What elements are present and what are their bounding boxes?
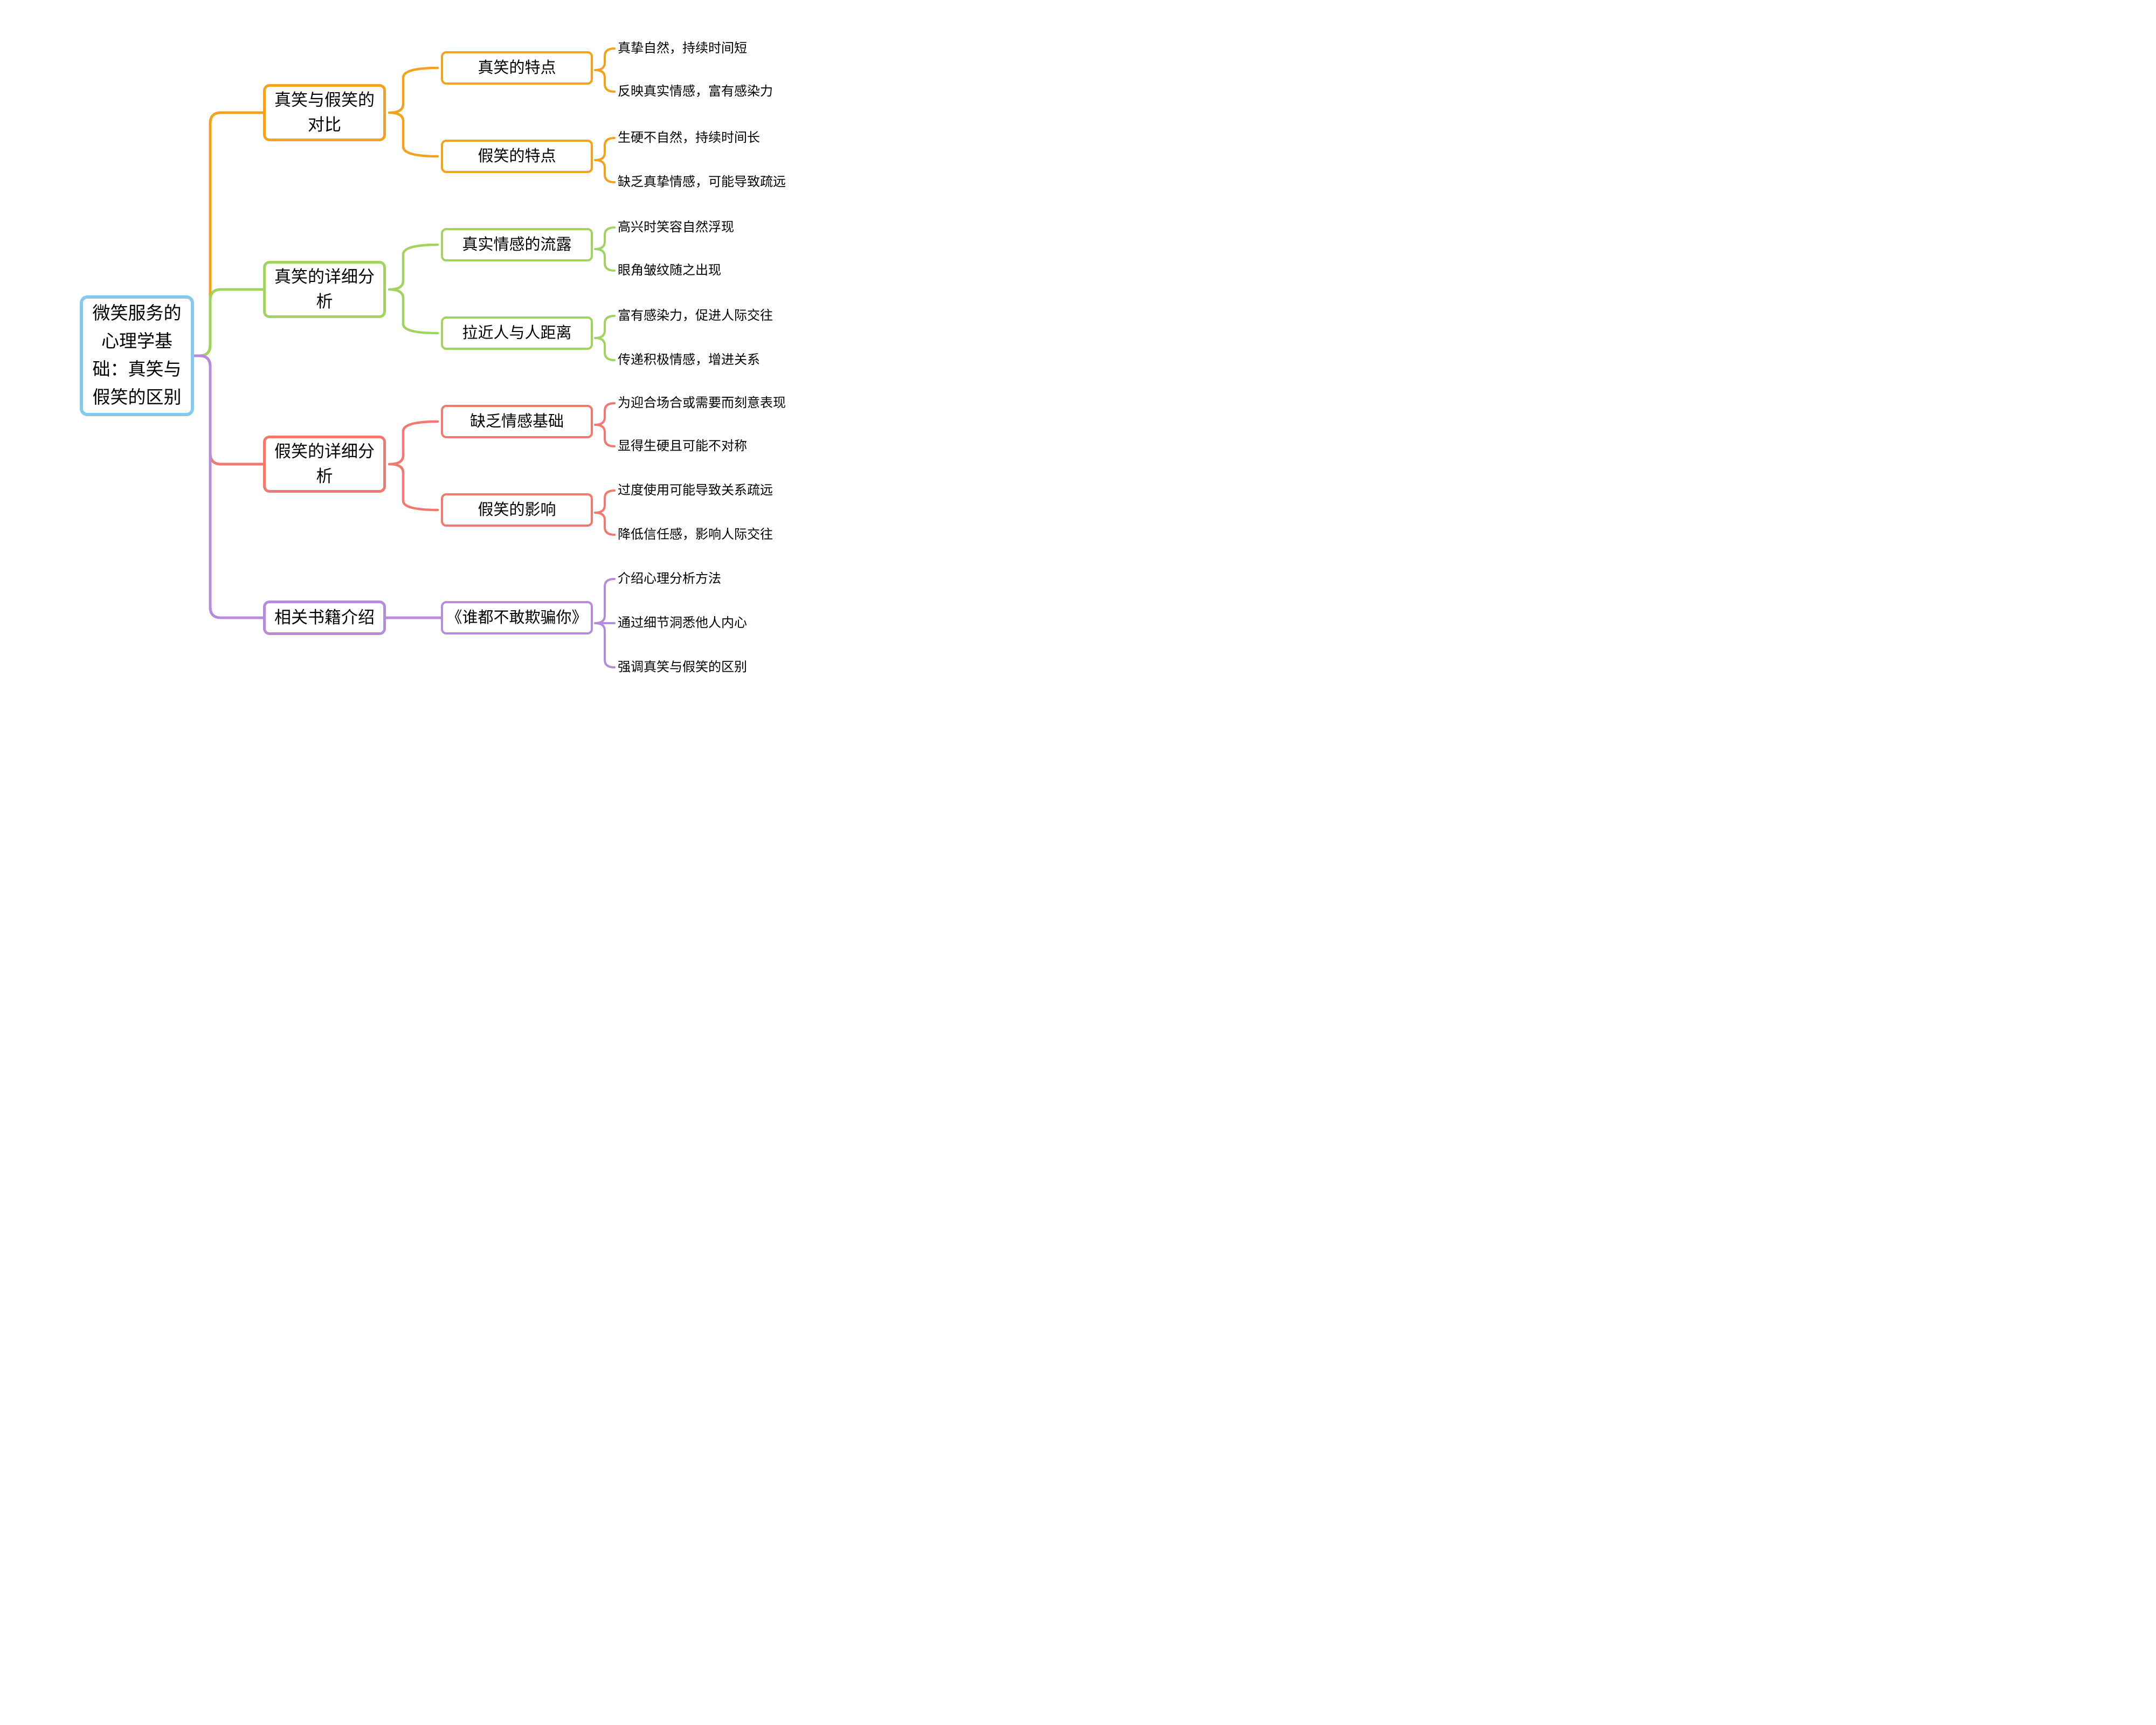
leaf-text: 介绍心理分析方法 (618, 572, 721, 586)
leaf-text: 富有感染力，促进人际交往 (618, 309, 773, 323)
mindmap-canvas: 微笑服务的心理学基础：真笑与假笑的区别 真笑与假笑的对比 真笑的详细分析 假笑的… (0, 0, 862, 690)
branch-node-books: 相关书籍介绍 (263, 601, 386, 635)
sub-node-true-emotion: 真实情感的流露 (441, 228, 593, 261)
leaf-brace (594, 578, 616, 668)
branch-brace (388, 66, 439, 158)
leaf-text: 强调真笑与假笑的区别 (618, 660, 747, 674)
sub-node-fake-impact: 假笑的影响 (441, 493, 593, 527)
root-branch-connector (191, 111, 266, 357)
branch-node-genuine-analysis: 真笑的详细分析 (263, 261, 386, 318)
leaf-text: 生硬不自然，持续时间长 (618, 131, 760, 145)
sub-node-closer-distance: 拉近人与人距离 (441, 316, 593, 350)
root-node: 微笑服务的心理学基础：真笑与假笑的区别 (80, 295, 194, 416)
root-branch-connector (191, 354, 266, 619)
leaf-text: 真挚自然，持续时间短 (618, 42, 747, 56)
leaf-text: 缺乏真挚情感，可能导致疏远 (618, 175, 786, 189)
branch-node-comparison: 真笑与假笑的对比 (263, 84, 386, 141)
sub-node-book-title: 《谁都不敢欺骗你》 (441, 601, 593, 634)
leaf-text: 眼角皱纹随之出现 (618, 264, 721, 278)
leaf-brace (594, 315, 616, 361)
leaf-brace (594, 226, 616, 272)
leaf-text: 过度使用可能导致关系疏远 (618, 484, 773, 498)
leaf-brace (594, 489, 616, 536)
sub-node-no-emotion-base: 缺乏情感基础 (441, 405, 593, 438)
branch-brace (388, 420, 439, 512)
root-branch-connector (191, 354, 266, 466)
sub-node-genuine-traits: 真笑的特点 (441, 51, 593, 85)
leaf-text: 为迎合场合或需要而刻意表现 (618, 396, 786, 410)
root-branch-connector (191, 288, 266, 357)
leaf-text: 降低信任感，影响人际交往 (618, 528, 773, 542)
leaf-brace (594, 402, 616, 447)
leaf-text: 通过细节洞悉他人内心 (618, 616, 747, 630)
branch-brace (388, 243, 439, 335)
leaf-text: 高兴时笑容自然浮现 (618, 220, 734, 234)
leaf-text: 显得生硬且可能不对称 (618, 439, 747, 453)
leaf-brace (594, 47, 616, 93)
leaf-text: 反映真实情感，富有感染力 (618, 85, 773, 99)
leaf-text: 传递积极情感，增进关系 (618, 353, 760, 367)
branch-node-fake-analysis: 假笑的详细分析 (263, 436, 386, 493)
sub-node-fake-traits: 假笑的特点 (441, 140, 593, 173)
leaf-brace (594, 137, 616, 183)
